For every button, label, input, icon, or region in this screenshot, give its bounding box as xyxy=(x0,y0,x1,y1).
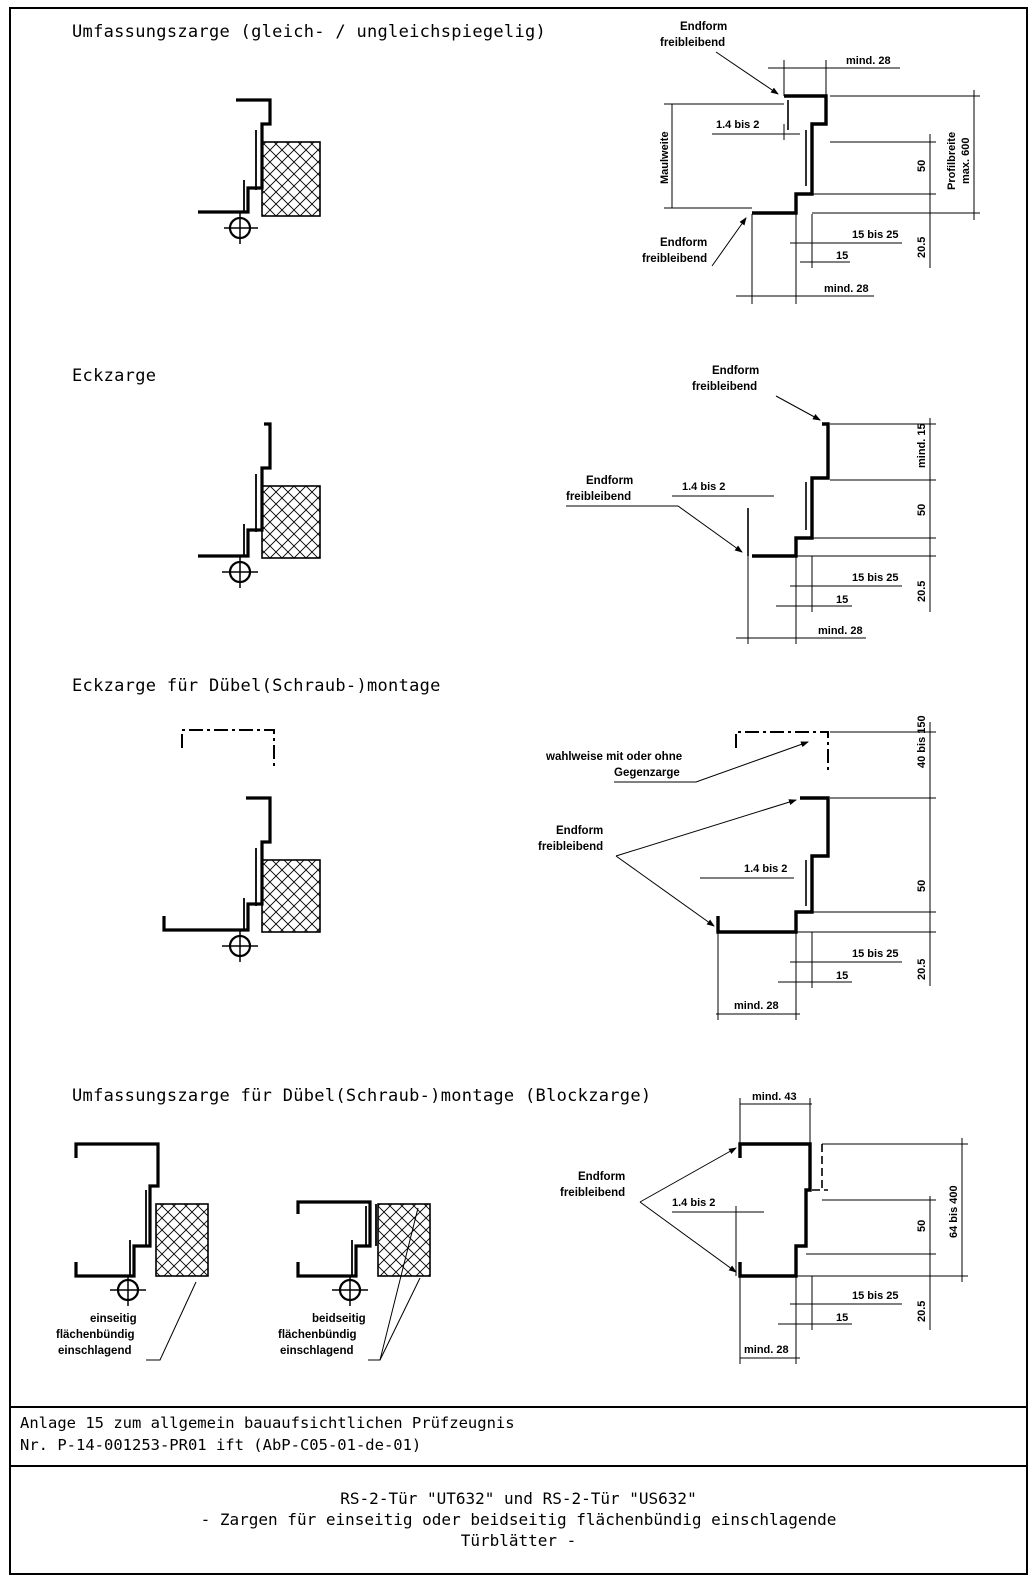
dim-15-3: 15 xyxy=(836,970,848,982)
door-leaf-hatch xyxy=(261,141,321,217)
profile-blockzarge-beidseitig: beidseitig flächenbündig einschlagend xyxy=(278,1200,431,1361)
dim-mind28-4: mind. 28 xyxy=(744,1344,789,1356)
label-einseitig-1: einseitig xyxy=(90,1313,137,1325)
dim-mind28-bottom-1: mind. 28 xyxy=(824,283,869,295)
profile-blockzarge-einseitig: einseitig flächenbündig einschlagend xyxy=(56,1142,209,1361)
title-line-2: - Zargen für einseitig oder beidseitig f… xyxy=(200,1510,837,1529)
section-title-eckzarge: Eckzarge xyxy=(72,366,157,386)
profile-umfassungszarge-right: mind. 28 Endform freibleibend 1.4 bis 2 … xyxy=(642,21,980,304)
dim-twenty05-3: 20.5 xyxy=(916,959,928,980)
profile-blockzarge-right: mind. 43 Endform freibleibend 1.4 bis 2 … xyxy=(560,1091,968,1364)
label-beidseitig-2: flächenbündig xyxy=(278,1329,357,1341)
dim-15-25-1: 15 bis 25 xyxy=(852,229,898,241)
footer-divider-bottom xyxy=(9,1465,1028,1467)
dim-fifty-3: 50 xyxy=(916,880,928,892)
title-line-3: Türblätter - xyxy=(460,1531,577,1550)
label-endform-4-2: freibleibend xyxy=(560,1187,625,1199)
section-title-eckzarge-duebel: Eckzarge für Dübel(Schraub-)montage xyxy=(72,676,441,696)
dim-twenty05-2: 20.5 xyxy=(916,581,928,602)
dim-mind43: mind. 43 xyxy=(752,1091,797,1103)
technical-drawing: mind. 28 Endform freibleibend 1.4 bis 2 … xyxy=(56,21,980,1364)
label-maulweite: Maulweite xyxy=(659,131,671,184)
label-endform-4-1: Endform xyxy=(578,1171,625,1183)
label-endform-bottom-2: freibleibend xyxy=(642,253,707,265)
label-endform-3-2: freibleibend xyxy=(538,841,603,853)
footer-divider-top xyxy=(9,1406,1028,1408)
dim-twenty05-1: 20.5 xyxy=(916,237,928,258)
label-beidseitig-3: einschlagend xyxy=(280,1345,354,1357)
dim-15-1: 15 xyxy=(836,250,848,262)
label-endform-2b-2: freibleibend xyxy=(566,491,631,503)
dim-tol-4: 1.4 bis 2 xyxy=(672,1197,715,1209)
profile-eckzarge-right: Endform freibleibend Endform freibleiben… xyxy=(566,365,936,644)
label-endform-top-2: freibleibend xyxy=(660,37,725,49)
label-beidseitig-1: beidseitig xyxy=(312,1313,366,1325)
label-einseitig-3: einschlagend xyxy=(58,1345,132,1357)
anlage-line-2: Nr. P-14-001253-PR01 ift (AbP-C05-01-de-… xyxy=(20,1436,422,1454)
label-endform-top-1: Endform xyxy=(680,21,727,33)
dim-mind28-top: mind. 28 xyxy=(846,55,891,67)
label-endform-2a-2: freibleibend xyxy=(692,381,757,393)
dim-15-2: 15 xyxy=(836,594,848,606)
dim-twenty05-4: 20.5 xyxy=(916,1301,928,1322)
anlage-line-1: Anlage 15 zum allgemein bauaufsichtliche… xyxy=(20,1414,515,1432)
dim-mind28-2: mind. 28 xyxy=(818,625,863,637)
dim-15-4: 15 xyxy=(836,1312,848,1324)
title-block: RS-2-Tür "UT632" und RS-2-Tür "US632" - … xyxy=(9,1488,1028,1551)
dim-mind15: mind. 15 xyxy=(916,423,928,468)
label-endform-3-1: Endform xyxy=(556,825,603,837)
section-title-umfassungszarge: Umfassungszarge (gleich- / ungleichspieg… xyxy=(72,22,547,42)
label-profilbreite-1: Profilbreite xyxy=(946,132,958,190)
dim-tol-3: 1.4 bis 2 xyxy=(744,863,787,875)
dim-fifty-1: 50 xyxy=(916,160,928,172)
label-endform-bottom-1: Endform xyxy=(660,237,707,249)
dim-15-25-3: 15 bis 25 xyxy=(852,948,898,960)
dim-fifty-2: 50 xyxy=(916,504,928,516)
profile-eckzarge-duebel-right: wahlweise mit oder ohne Gegenzarge Endfo… xyxy=(538,715,936,1020)
dim-64-400: 64 bis 400 xyxy=(948,1185,960,1238)
profile-umfassungszarge-left xyxy=(198,98,321,244)
label-endform-2b-1: Endform xyxy=(586,475,633,487)
profile-eckzarge-duebel-left xyxy=(162,729,321,962)
dim-mind28-3: mind. 28 xyxy=(734,1000,779,1012)
dim-tol-2: 1.4 bis 2 xyxy=(682,481,725,493)
dim-forty150: 40 bis 150 xyxy=(916,715,928,768)
section-title-blockzarge: Umfassungszarge für Dübel(Schraub-)monta… xyxy=(72,1086,652,1106)
label-endform-2a-1: Endform xyxy=(712,365,759,377)
label-wahlweise-1: wahlweise mit oder ohne xyxy=(545,751,682,763)
label-profilbreite-2: max. 600 xyxy=(960,138,972,184)
dim-fifty-4: 50 xyxy=(916,1220,928,1232)
label-einseitig-2: flächenbündig xyxy=(56,1329,135,1341)
dim-15-25-2: 15 bis 25 xyxy=(852,572,898,584)
label-wahlweise-2: Gegenzarge xyxy=(614,767,680,779)
profile-eckzarge-left xyxy=(198,422,321,588)
dim-tol-1: 1.4 bis 2 xyxy=(716,119,759,131)
dim-15-25-4: 15 bis 25 xyxy=(852,1290,898,1302)
drawing-frame xyxy=(9,7,1028,1575)
title-line-1: RS-2-Tür "UT632" und RS-2-Tür "US632" xyxy=(340,1489,697,1508)
